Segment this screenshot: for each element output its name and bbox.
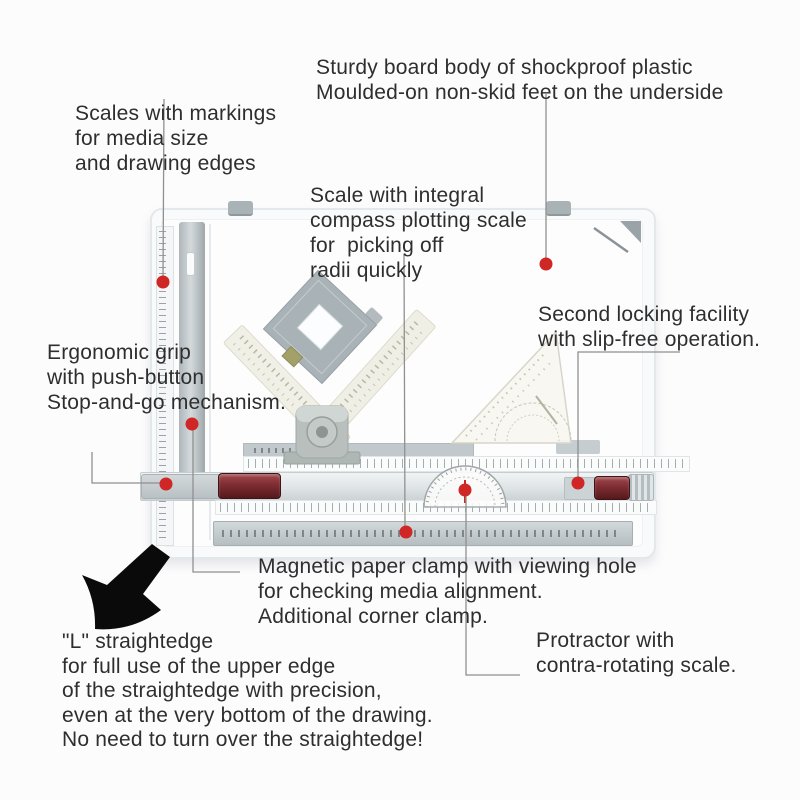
top-clamp-left xyxy=(228,201,253,216)
slide-bar-markings xyxy=(254,448,349,453)
clamp-bar-markings xyxy=(222,530,622,537)
middle-ruler-ticks xyxy=(248,459,685,468)
annotation-compass-scale: Scale with integral compass plotting sca… xyxy=(310,184,527,282)
board-margin-line xyxy=(209,224,211,540)
annotation-magnetic-clamp: Magnetic paper clamp with viewing hole f… xyxy=(258,555,637,628)
grip-push-button xyxy=(218,473,281,499)
annotation-sturdy-board: Sturdy board body of shockproof plastic … xyxy=(316,56,724,104)
locking-carriage-block xyxy=(556,440,600,454)
lower-scale-ruler xyxy=(215,500,657,515)
second-lock-ribbed-cap xyxy=(628,474,654,501)
lower-ruler-ticks xyxy=(220,503,652,512)
annotation-ergonomic-grip: Ergonomic grip with push-button Stop-and… xyxy=(47,341,287,414)
annotation-scales-markings: Scales with markings for media size and … xyxy=(75,102,277,175)
top-clamp-right xyxy=(546,201,571,216)
second-lock-slider-base xyxy=(564,477,596,500)
second-lock-button xyxy=(594,476,630,500)
annotation-protractor: Protractor with contra-rotating scale. xyxy=(536,629,737,677)
annotation-l-straightedge: "L" straightedge for full use of the upp… xyxy=(62,630,433,751)
push-button-slot xyxy=(186,252,195,276)
annotation-second-locking: Second locking facility with slip-free o… xyxy=(538,303,761,351)
left-ruler-ticks xyxy=(159,231,166,541)
magnetic-clamp-bar xyxy=(213,521,633,546)
middle-scale-ruler xyxy=(243,456,690,472)
